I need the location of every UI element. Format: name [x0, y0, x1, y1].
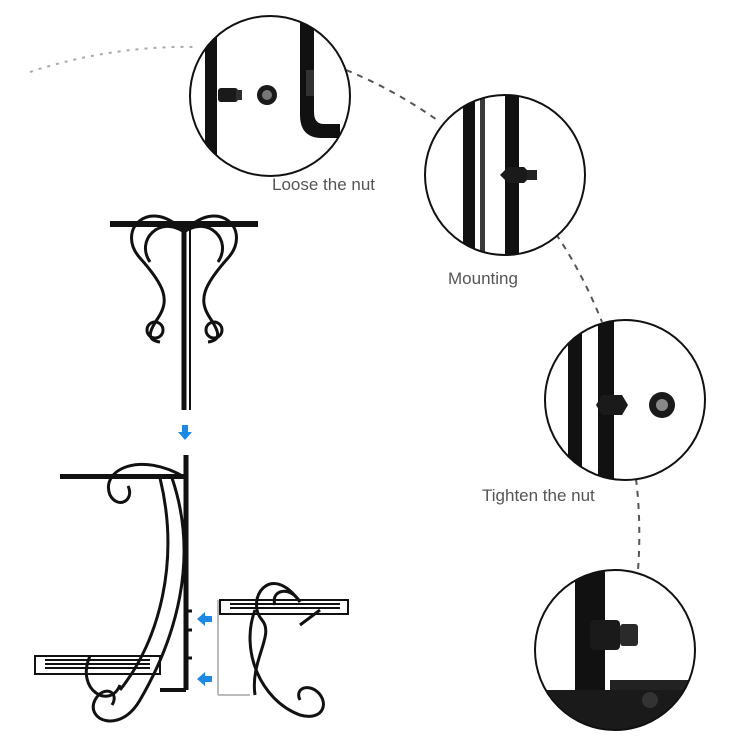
detail-loose-nut: [189, 15, 351, 177]
detail-tighten-nut: [544, 319, 706, 481]
stand-lower-section: [34, 455, 192, 723]
caption-tighten-the-nut: Tighten the nut: [482, 486, 595, 505]
stand-right-shelf: [217, 582, 349, 718]
detail-mounting: [424, 94, 586, 256]
dashed-connector: [29, 45, 641, 571]
blue-arrow-icon: [178, 425, 212, 686]
stand-top-section: [110, 214, 258, 410]
caption-mounting: Mounting: [448, 269, 518, 288]
caption-loose-the-nut: Loose the nut: [272, 175, 376, 194]
detail-tightened: [534, 569, 696, 731]
